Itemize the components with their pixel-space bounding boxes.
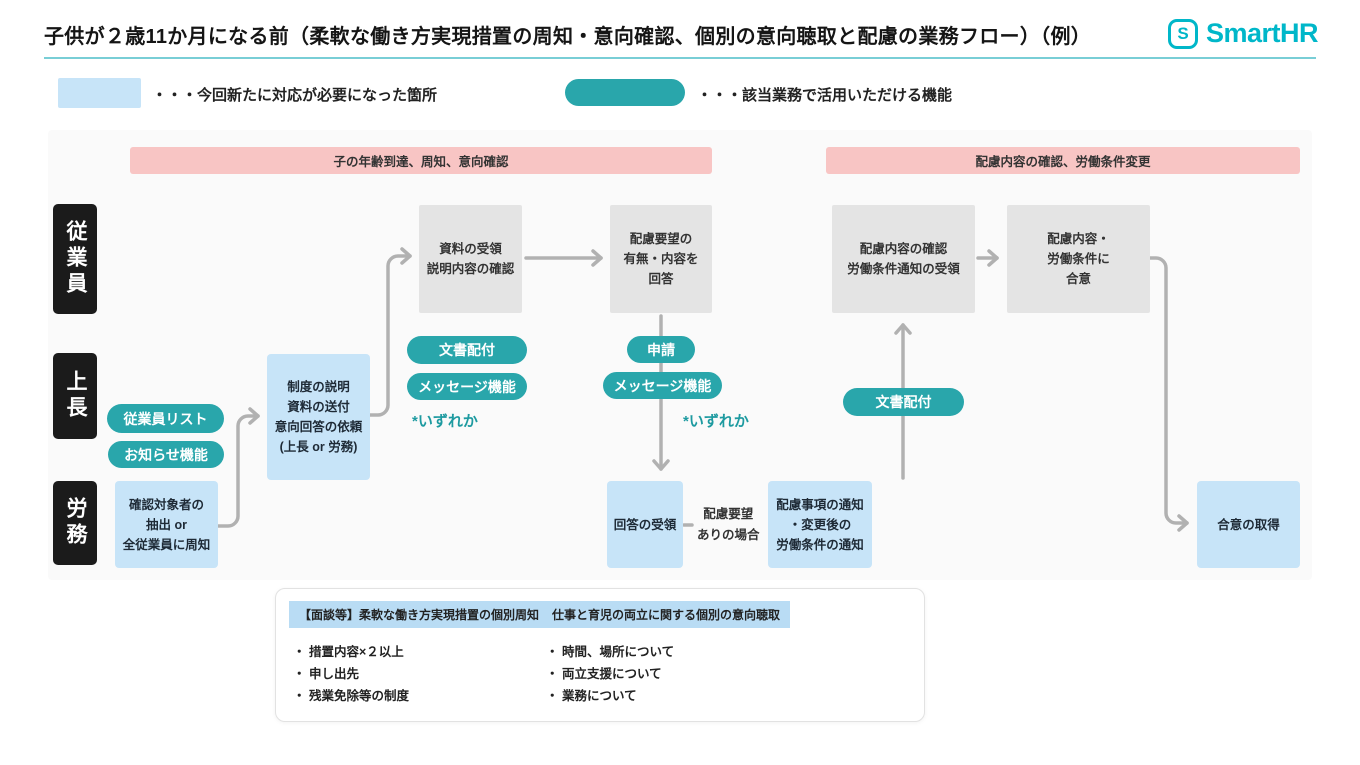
smarthr-logo: S SmartHR <box>1168 18 1319 49</box>
lane-label-employee: 従業員 <box>53 204 97 314</box>
flow-box-explain-system: 制度の説明 資料の送付 意向回答の依頼 (上長 or 労務) <box>267 354 370 480</box>
panel-right-item: ・ 時間、場所について <box>546 645 675 659</box>
title-underline <box>44 57 1316 59</box>
panel-left-item: ・ 措置内容×２以上 <box>293 645 404 659</box>
smarthr-logo-text: SmartHR <box>1206 18 1319 48</box>
flow-box-confirm-consideration: 配慮内容の確認 労働条件通知の受領 <box>832 205 975 313</box>
lane-label-manager: 上長 <box>53 353 97 439</box>
pill-message-feature-2: メッセージ機能 <box>603 372 722 399</box>
flow-box-obtain-agreement: 合意の取得 <box>1197 481 1300 568</box>
panel-right-item: ・ 業務について <box>546 689 637 703</box>
pill-doc-distribution-1: 文書配付 <box>407 336 527 364</box>
legend-feature-label: ・・・該当業務で活用いただける機能 <box>697 87 953 104</box>
flow-box-extract-targets: 確認対象者の 抽出 or 全従業員に周知 <box>115 481 218 568</box>
flow-box-agree-conditions: 配慮内容・ 労働条件に 合意 <box>1007 205 1150 313</box>
pill-doc-distribution-2: 文書配付 <box>843 388 964 416</box>
phase-bar-condition-change: 配慮内容の確認、労働条件変更 <box>826 147 1300 174</box>
panel-left-item: ・ 申し出先 <box>293 667 359 681</box>
legend-feature-swatch <box>565 79 685 106</box>
pill-notice-feature: お知らせ機能 <box>108 441 224 468</box>
note-either-2: *いずれか <box>683 413 749 430</box>
panel-header-individual-hearing: 仕事と育児の両立に関する個別の意向聴取 <box>542 601 791 628</box>
panel-header-individual-notification: 【面談等】柔軟な働き方実現措置の個別周知 <box>289 601 550 628</box>
lane-label-hr: 労務 <box>53 481 97 565</box>
pill-message-feature-1: メッセージ機能 <box>407 373 527 400</box>
flow-box-receive-docs: 資料の受領 説明内容の確認 <box>419 205 522 313</box>
page-title: 子供が２歳11か月になる前（柔軟な働き方実現措置の周知・意向確認、個別の意向聴取… <box>44 26 1092 48</box>
legend-new-area-swatch <box>58 78 141 108</box>
pill-employee-list: 従業員リスト <box>107 404 224 433</box>
flow-box-receive-answer: 回答の受領 <box>607 481 683 568</box>
legend-new-area-label: ・・・今回新たに対応が必要になった箇所 <box>152 87 438 104</box>
dashed-condition-label: 配慮要望 ありの場合 <box>694 503 763 547</box>
note-either-1: *いずれか <box>412 413 478 430</box>
panel-left-item: ・ 残業免除等の制度 <box>293 689 409 703</box>
pill-application: 申請 <box>627 336 695 363</box>
smarthr-logo-icon: S <box>1168 18 1198 49</box>
panel-right-item: ・ 両立支援について <box>546 667 662 681</box>
phase-bar-age-notification: 子の年齢到達、周知、意向確認 <box>130 147 712 174</box>
flow-box-answer-request: 配慮要望の 有無・内容を 回答 <box>610 205 712 313</box>
flow-box-notify-items: 配慮事項の通知 ・変更後の 労働条件の通知 <box>768 481 872 568</box>
